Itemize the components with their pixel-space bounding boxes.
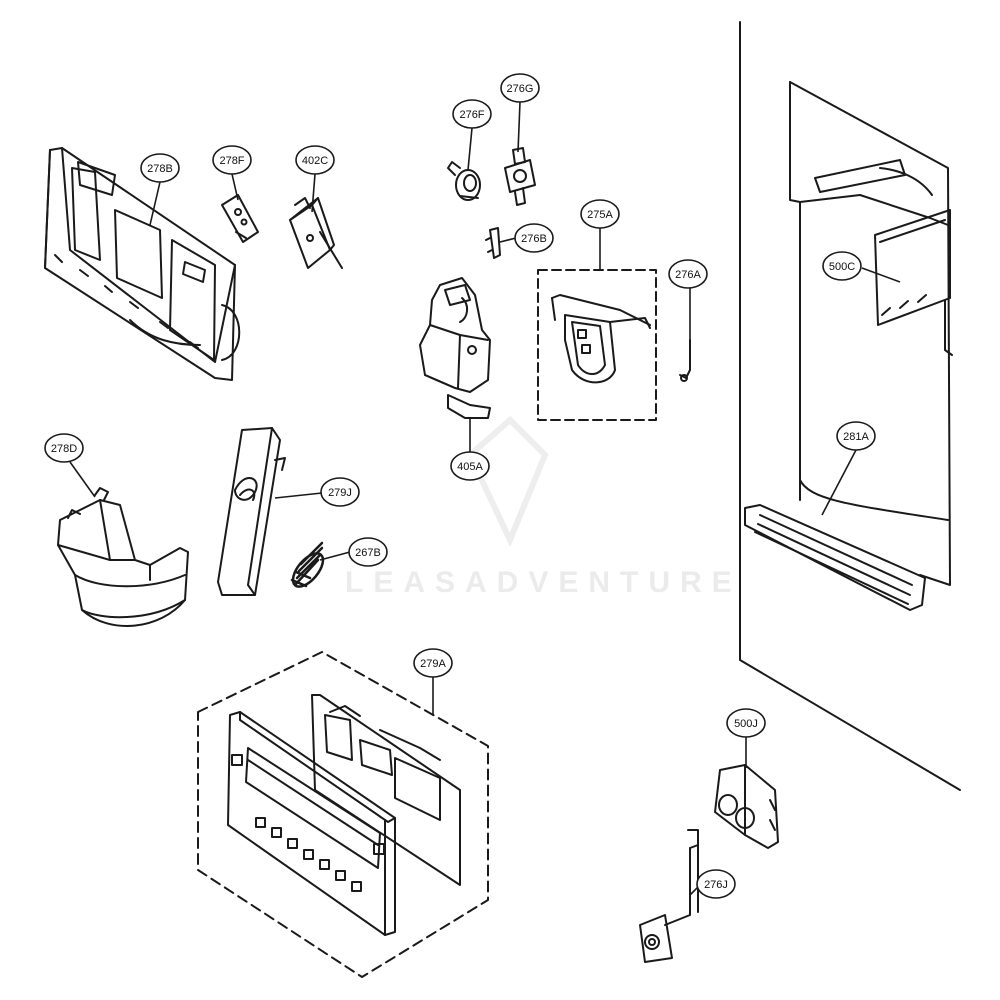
callout-label: 276A (675, 269, 701, 281)
watermark-text: LEASADVENTURE (345, 566, 742, 599)
part-275a-flap-assembly[interactable] (551, 294, 651, 384)
callout-label: 276J (704, 879, 728, 891)
callout-label: 276F (459, 109, 484, 121)
part-276f-knob[interactable] (447, 161, 481, 201)
part-281a-drip-tray[interactable] (744, 504, 926, 611)
callouts: 278B 278F 402C 276F 276G 276B 275A 276A (44, 73, 876, 899)
part-500c-cover-plate[interactable] (874, 209, 951, 326)
callout-500c[interactable]: 500C (822, 251, 862, 281)
callout-label: 276G (507, 83, 534, 95)
callout-label: 279A (420, 658, 446, 670)
callout-label: 500J (734, 718, 758, 730)
part-279j-paddle[interactable] (217, 427, 286, 596)
part-279a-control-panel[interactable] (227, 694, 461, 936)
part-278f-plate[interactable] (221, 194, 259, 243)
callout-label: 402C (302, 155, 328, 167)
part-278d-chute[interactable] (57, 487, 189, 627)
part-276j-sensor-bracket[interactable] (639, 829, 699, 963)
callout-405a[interactable]: 405A (450, 451, 490, 481)
part-278b-dispenser-frame[interactable] (44, 147, 241, 381)
part-405a-motor-assembly[interactable] (419, 277, 491, 419)
callout-278d[interactable]: 278D (44, 433, 84, 463)
callout-276g[interactable]: 276G (500, 73, 540, 103)
leader-lines (69, 101, 901, 896)
callout-276b[interactable]: 276B (514, 223, 554, 253)
callout-275a[interactable]: 275A (580, 199, 620, 229)
group-275a-box (537, 269, 657, 421)
callout-label: 278D (51, 443, 77, 455)
callout-279j[interactable]: 279J (320, 477, 360, 507)
group-279a-box (197, 651, 489, 978)
callout-278b[interactable]: 278B (140, 153, 180, 183)
callout-label: 275A (587, 209, 613, 221)
callout-276f[interactable]: 276F (452, 99, 492, 129)
callout-267b[interactable]: 267B (348, 537, 388, 567)
callout-label: 281A (843, 431, 869, 443)
part-276a-spring-pin[interactable] (679, 339, 691, 382)
watermark: LEASADVENTURE (345, 415, 742, 599)
callout-402c[interactable]: 402C (295, 145, 335, 175)
callout-276j[interactable]: 276J (696, 869, 736, 899)
callout-label: 278B (147, 163, 173, 175)
callout-276a[interactable]: 276A (668, 259, 708, 289)
part-276g-bracket[interactable] (504, 147, 536, 206)
part-276b-clip[interactable] (485, 227, 501, 259)
part-267b-spring[interactable] (287, 541, 328, 592)
callout-label: 500C (829, 261, 855, 273)
part-500j-housing[interactable] (714, 764, 779, 849)
callout-label: 279J (328, 487, 352, 499)
callout-500j[interactable]: 500J (726, 708, 766, 738)
part-402c-micro-switch[interactable] (289, 197, 343, 269)
callout-label: 276B (521, 233, 547, 245)
callout-278f[interactable]: 278F (212, 145, 252, 175)
callout-label: 267B (355, 547, 381, 559)
callout-279a[interactable]: 279A (413, 648, 453, 678)
callout-label: 405A (457, 461, 483, 473)
callout-281a[interactable]: 281A (836, 421, 876, 451)
callout-label: 278F (219, 155, 244, 167)
